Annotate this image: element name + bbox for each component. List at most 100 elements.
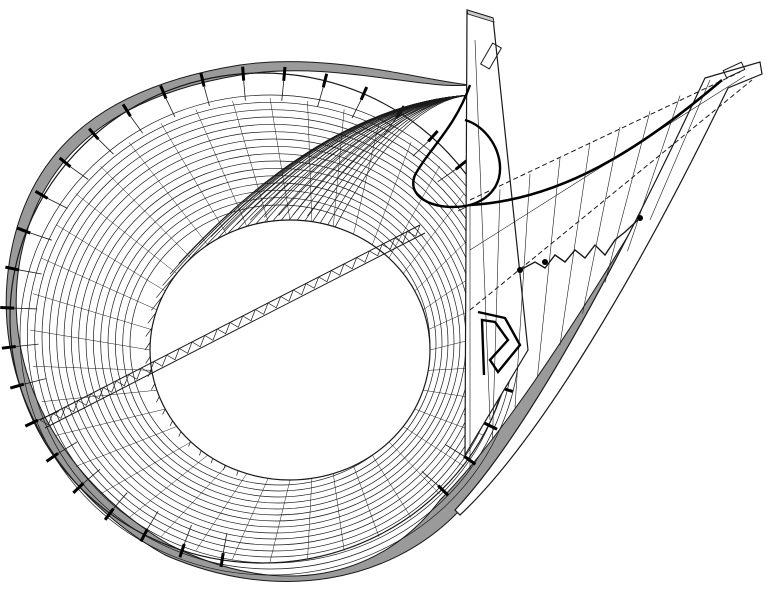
radial-line [41,258,157,311]
buttress-rib [437,169,456,183]
buttress [219,552,225,568]
radial-line [160,123,227,235]
radial-line [333,109,345,227]
suspension-cable [307,94,471,217]
buttress-rib [19,269,42,275]
buttress [159,85,168,100]
radial-line [75,193,177,274]
radial-line [333,473,345,551]
radial-line [160,465,227,537]
radial-line [41,389,157,402]
buttress-rib [15,343,39,347]
radial-line [29,329,151,351]
radial-line [232,478,269,560]
buttress-rib [23,378,46,385]
buttress-rib [14,307,38,310]
buttress [58,156,72,168]
tail-ribs [469,79,711,470]
spring-element [519,217,641,271]
buttress [72,482,85,494]
buttress-rib [83,468,101,484]
diagonal-truss [39,224,426,429]
buttress [359,86,369,101]
buttress [463,454,477,466]
radial-line [388,441,440,495]
suspension-cable [292,94,471,216]
field-opening [149,219,431,481]
seating-ring [114,189,443,498]
tail-rib [649,79,711,221]
radial-line [32,293,152,330]
tail-rib [627,95,681,252]
radial-line [372,142,412,245]
pylon-frame [477,310,522,376]
suspension-cable [278,94,471,216]
buttress-rib [30,232,52,241]
buttress [34,190,49,200]
buttress-rib [47,198,68,209]
buttress [241,66,246,81]
radial-line [56,224,166,292]
buttress-rib [351,99,362,119]
buttress [427,129,439,143]
buttress-rib [130,115,143,134]
buttress [454,159,468,171]
buttress-rib [203,86,210,107]
suspension-cable [264,94,471,218]
buttress [9,382,25,390]
buttress-rib [147,511,159,530]
buttress [24,418,39,428]
buttress-rib [412,141,429,157]
buttress-rib [222,533,228,554]
buttress [121,103,132,118]
tail-rib [514,173,531,408]
buttress [321,73,329,88]
radial-line [100,165,192,259]
buttress [0,306,15,310]
radial-line [232,100,269,222]
radial-line [32,366,152,371]
buttress-rib [70,166,89,180]
buttress [282,66,287,82]
radial-line [403,426,465,467]
seating-ring [92,167,461,516]
seating-ring [122,197,437,492]
buttress-rib [113,492,128,509]
buttress [483,421,498,431]
tail-rib [537,158,561,377]
radial-line [307,478,313,560]
buttress [16,226,31,235]
buttress [87,127,100,141]
pylon-mast [464,9,529,458]
buttress-rib [317,87,324,107]
tail-rib [559,142,591,346]
radial-line [372,455,412,518]
tail-rib [492,189,501,439]
buttress-rib [281,80,285,101]
tail-rib [604,111,651,283]
buttress [103,507,115,521]
seating-ring [100,175,455,510]
buttress [45,452,59,463]
buttress [5,265,20,272]
radial-line [128,454,208,518]
buttress [178,543,186,558]
radial-line [75,426,177,467]
radial-line [100,441,192,495]
buttress-rib [243,80,246,101]
buttress-rib [445,444,465,457]
buttress-rib [421,471,439,486]
radial-line [388,165,440,259]
radial-line [269,479,291,563]
buttress-rib [165,98,176,118]
radial-line [269,97,291,221]
buttress [1,345,16,350]
radial-line [353,465,380,537]
buttress [437,484,450,497]
radial-line [56,408,166,436]
buttress [199,72,206,87]
buttress-rib [57,441,78,454]
radial-line [195,473,247,551]
